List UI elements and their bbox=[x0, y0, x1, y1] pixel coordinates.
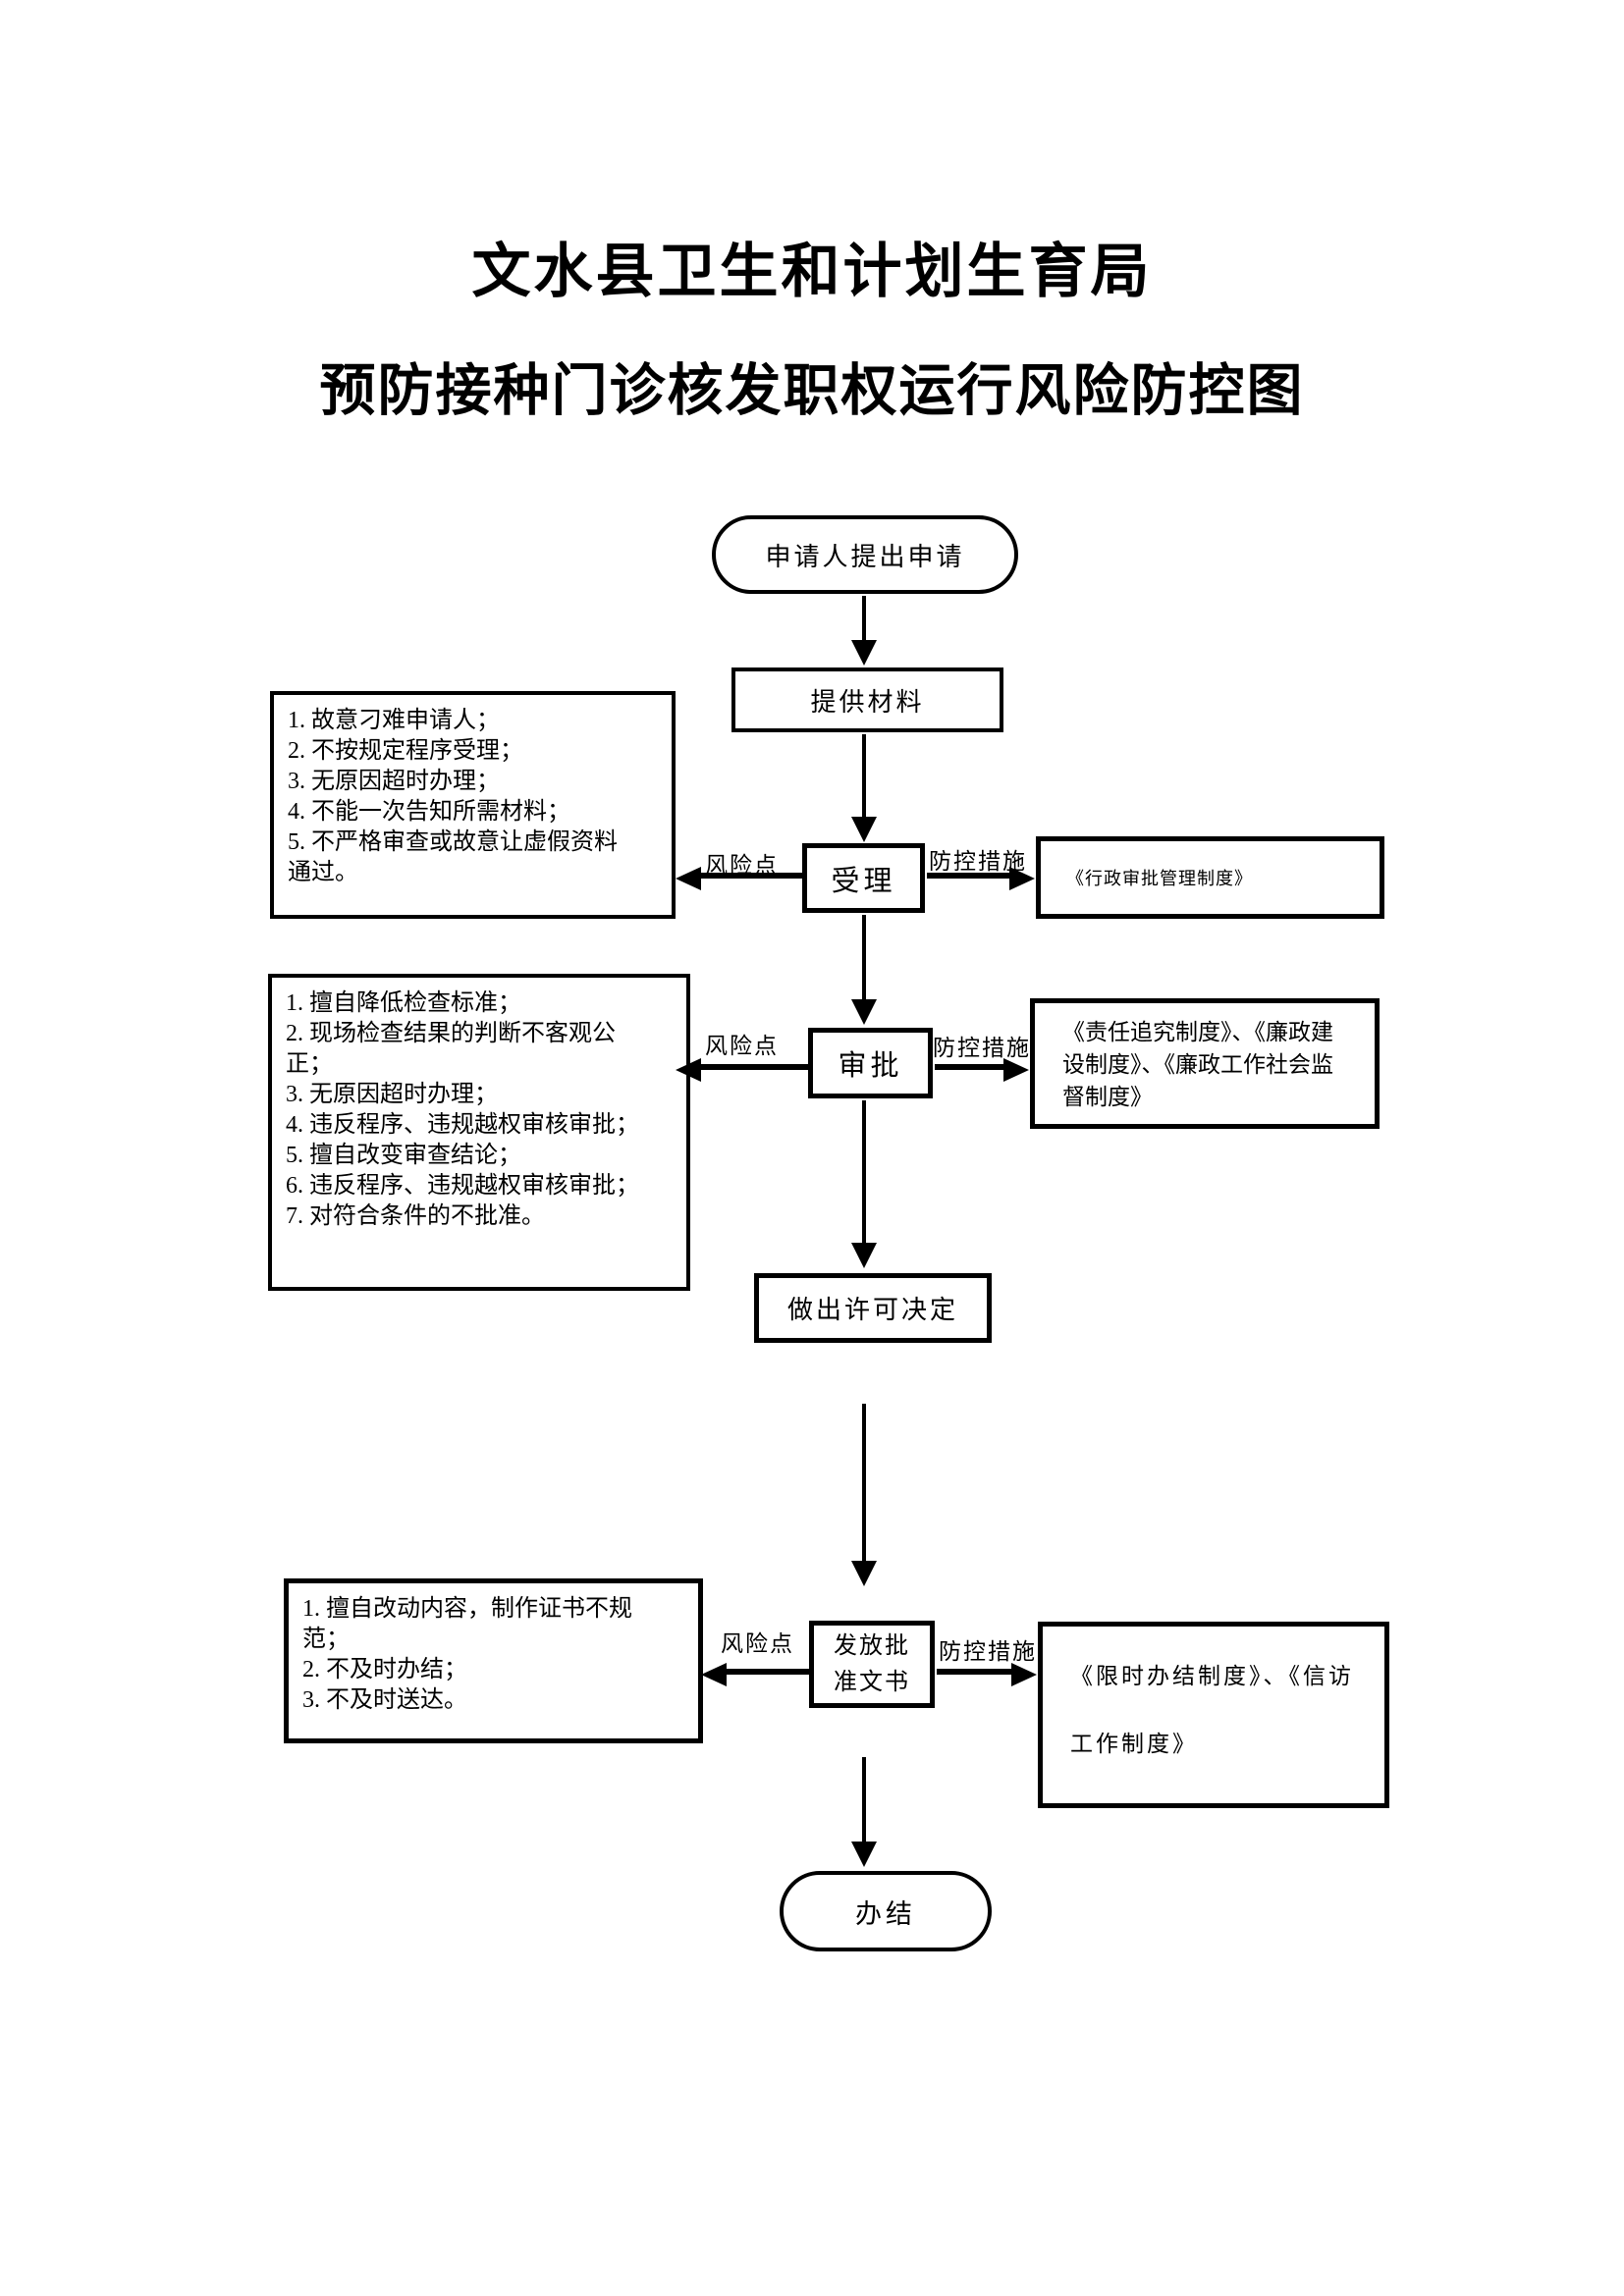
arrow-line-issue-end bbox=[862, 1757, 866, 1842]
control-measure-label-issue: 防控措施 bbox=[939, 1639, 1037, 1664]
arrow-head-approve-decision bbox=[851, 1243, 877, 1268]
arrow-head-approve-risk bbox=[676, 1058, 701, 1082]
arrow-line-accept-approve bbox=[862, 915, 866, 999]
arrow-line-approve-risk bbox=[701, 1064, 808, 1070]
flow-step-decision: 做出许可决定 bbox=[754, 1273, 992, 1343]
control-measure-label-approve: 防控措施 bbox=[933, 1036, 1031, 1060]
arrow-line-approve-decision bbox=[862, 1100, 866, 1243]
arrow-head-accept-approve bbox=[851, 999, 877, 1025]
arrow-head-accept-risk bbox=[676, 867, 701, 890]
flow-step-approve: 审批 bbox=[808, 1028, 933, 1098]
page-subtitle: 预防接种门诊核发职权运行风险防控图 bbox=[319, 360, 1305, 422]
arrow-line-decision-issue bbox=[862, 1404, 866, 1561]
arrow-head-issue-end bbox=[851, 1842, 877, 1867]
flow-start-oval: 申请人提出申请 bbox=[712, 515, 1018, 594]
arrow-line-start-provide bbox=[862, 596, 866, 642]
arrow-head-start-provide bbox=[851, 640, 877, 666]
arrow-line-issue-measure bbox=[937, 1669, 1013, 1675]
arrow-line-approve-measure bbox=[935, 1064, 1005, 1070]
measure-box-approve: 《责任追究制度》、《廉政建 设制度》、《廉政工作社会监 督制度》 bbox=[1030, 998, 1380, 1129]
risk-list-accept: 1. 故意刁难申请人； 2. 不按规定程序受理； 3. 无原因超时办理； 4. … bbox=[270, 691, 676, 919]
risk-point-label-issue: 风险点 bbox=[721, 1631, 794, 1656]
flow-step-provide-materials: 提供材料 bbox=[731, 667, 1003, 732]
risk-list-issue: 1. 擅自改动内容，制作证书不规 范； 2. 不及时办结； 3. 不及时送达。 bbox=[284, 1578, 703, 1743]
arrow-head-provide-accept bbox=[851, 817, 877, 842]
control-measure-label-accept: 防控措施 bbox=[929, 849, 1027, 874]
measure-box-accept: 《行政审批管理制度》 bbox=[1036, 836, 1384, 919]
page-title: 文水县卫生和计划生育局 bbox=[471, 240, 1153, 304]
arrow-head-issue-risk bbox=[701, 1663, 727, 1686]
measure-box-issue: 《限时办结制度》、《信访 工作制度》 bbox=[1038, 1622, 1389, 1808]
arrow-head-accept-measure bbox=[1009, 867, 1035, 890]
risk-point-label-approve: 风险点 bbox=[705, 1034, 779, 1058]
arrow-head-approve-measure bbox=[1003, 1058, 1029, 1082]
risk-list-approve: 1. 擅自降低检查标准； 2. 现场检查结果的判断不客观公 正； 3. 无原因超… bbox=[268, 974, 690, 1291]
arrow-line-accept-risk bbox=[701, 873, 802, 879]
arrow-line-provide-accept bbox=[862, 734, 866, 817]
arrow-head-decision-issue bbox=[851, 1561, 877, 1586]
flow-step-accept: 受理 bbox=[802, 843, 925, 913]
flow-step-issue-document: 发放批 准文书 bbox=[809, 1621, 935, 1708]
flow-end-oval: 办结 bbox=[780, 1871, 992, 1951]
arrow-line-issue-risk bbox=[727, 1669, 809, 1675]
arrow-line-accept-measure bbox=[927, 873, 1011, 879]
arrow-head-issue-measure bbox=[1011, 1663, 1037, 1686]
